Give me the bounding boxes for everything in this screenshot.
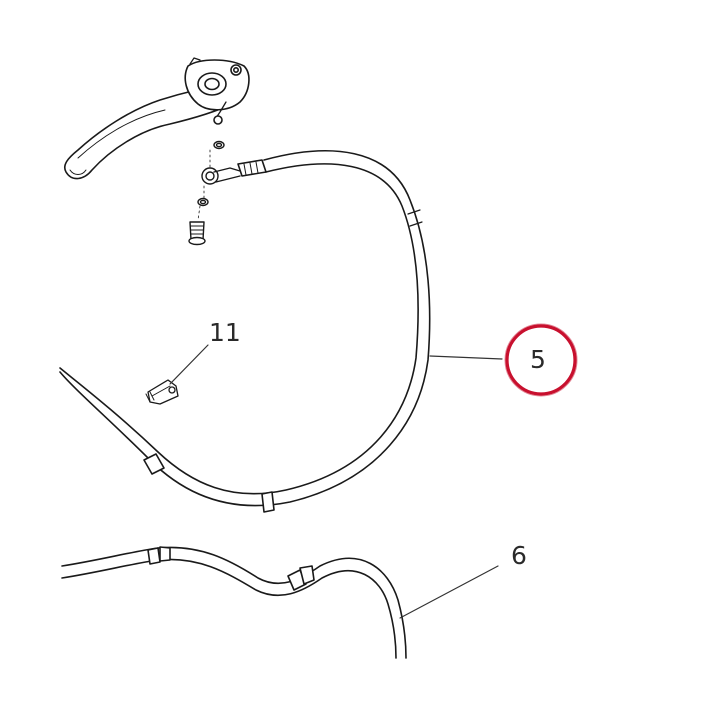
brake-hose-6 [61,546,407,659]
callout-leaders [169,344,503,619]
brake-hose-5 [59,150,431,513]
callout-label-5: 5 [530,345,546,374]
leader-5 [429,355,503,360]
banjo-bolt-icon [188,140,241,246]
brake-lever-icon [63,57,250,180]
hose-clip-11-icon [145,379,179,405]
leader-6 [399,565,499,619]
leader-11 [169,344,209,385]
highlight-circle [504,323,578,397]
callout-label-11: 11 [209,318,241,347]
callout-label-6: 6 [511,541,527,570]
